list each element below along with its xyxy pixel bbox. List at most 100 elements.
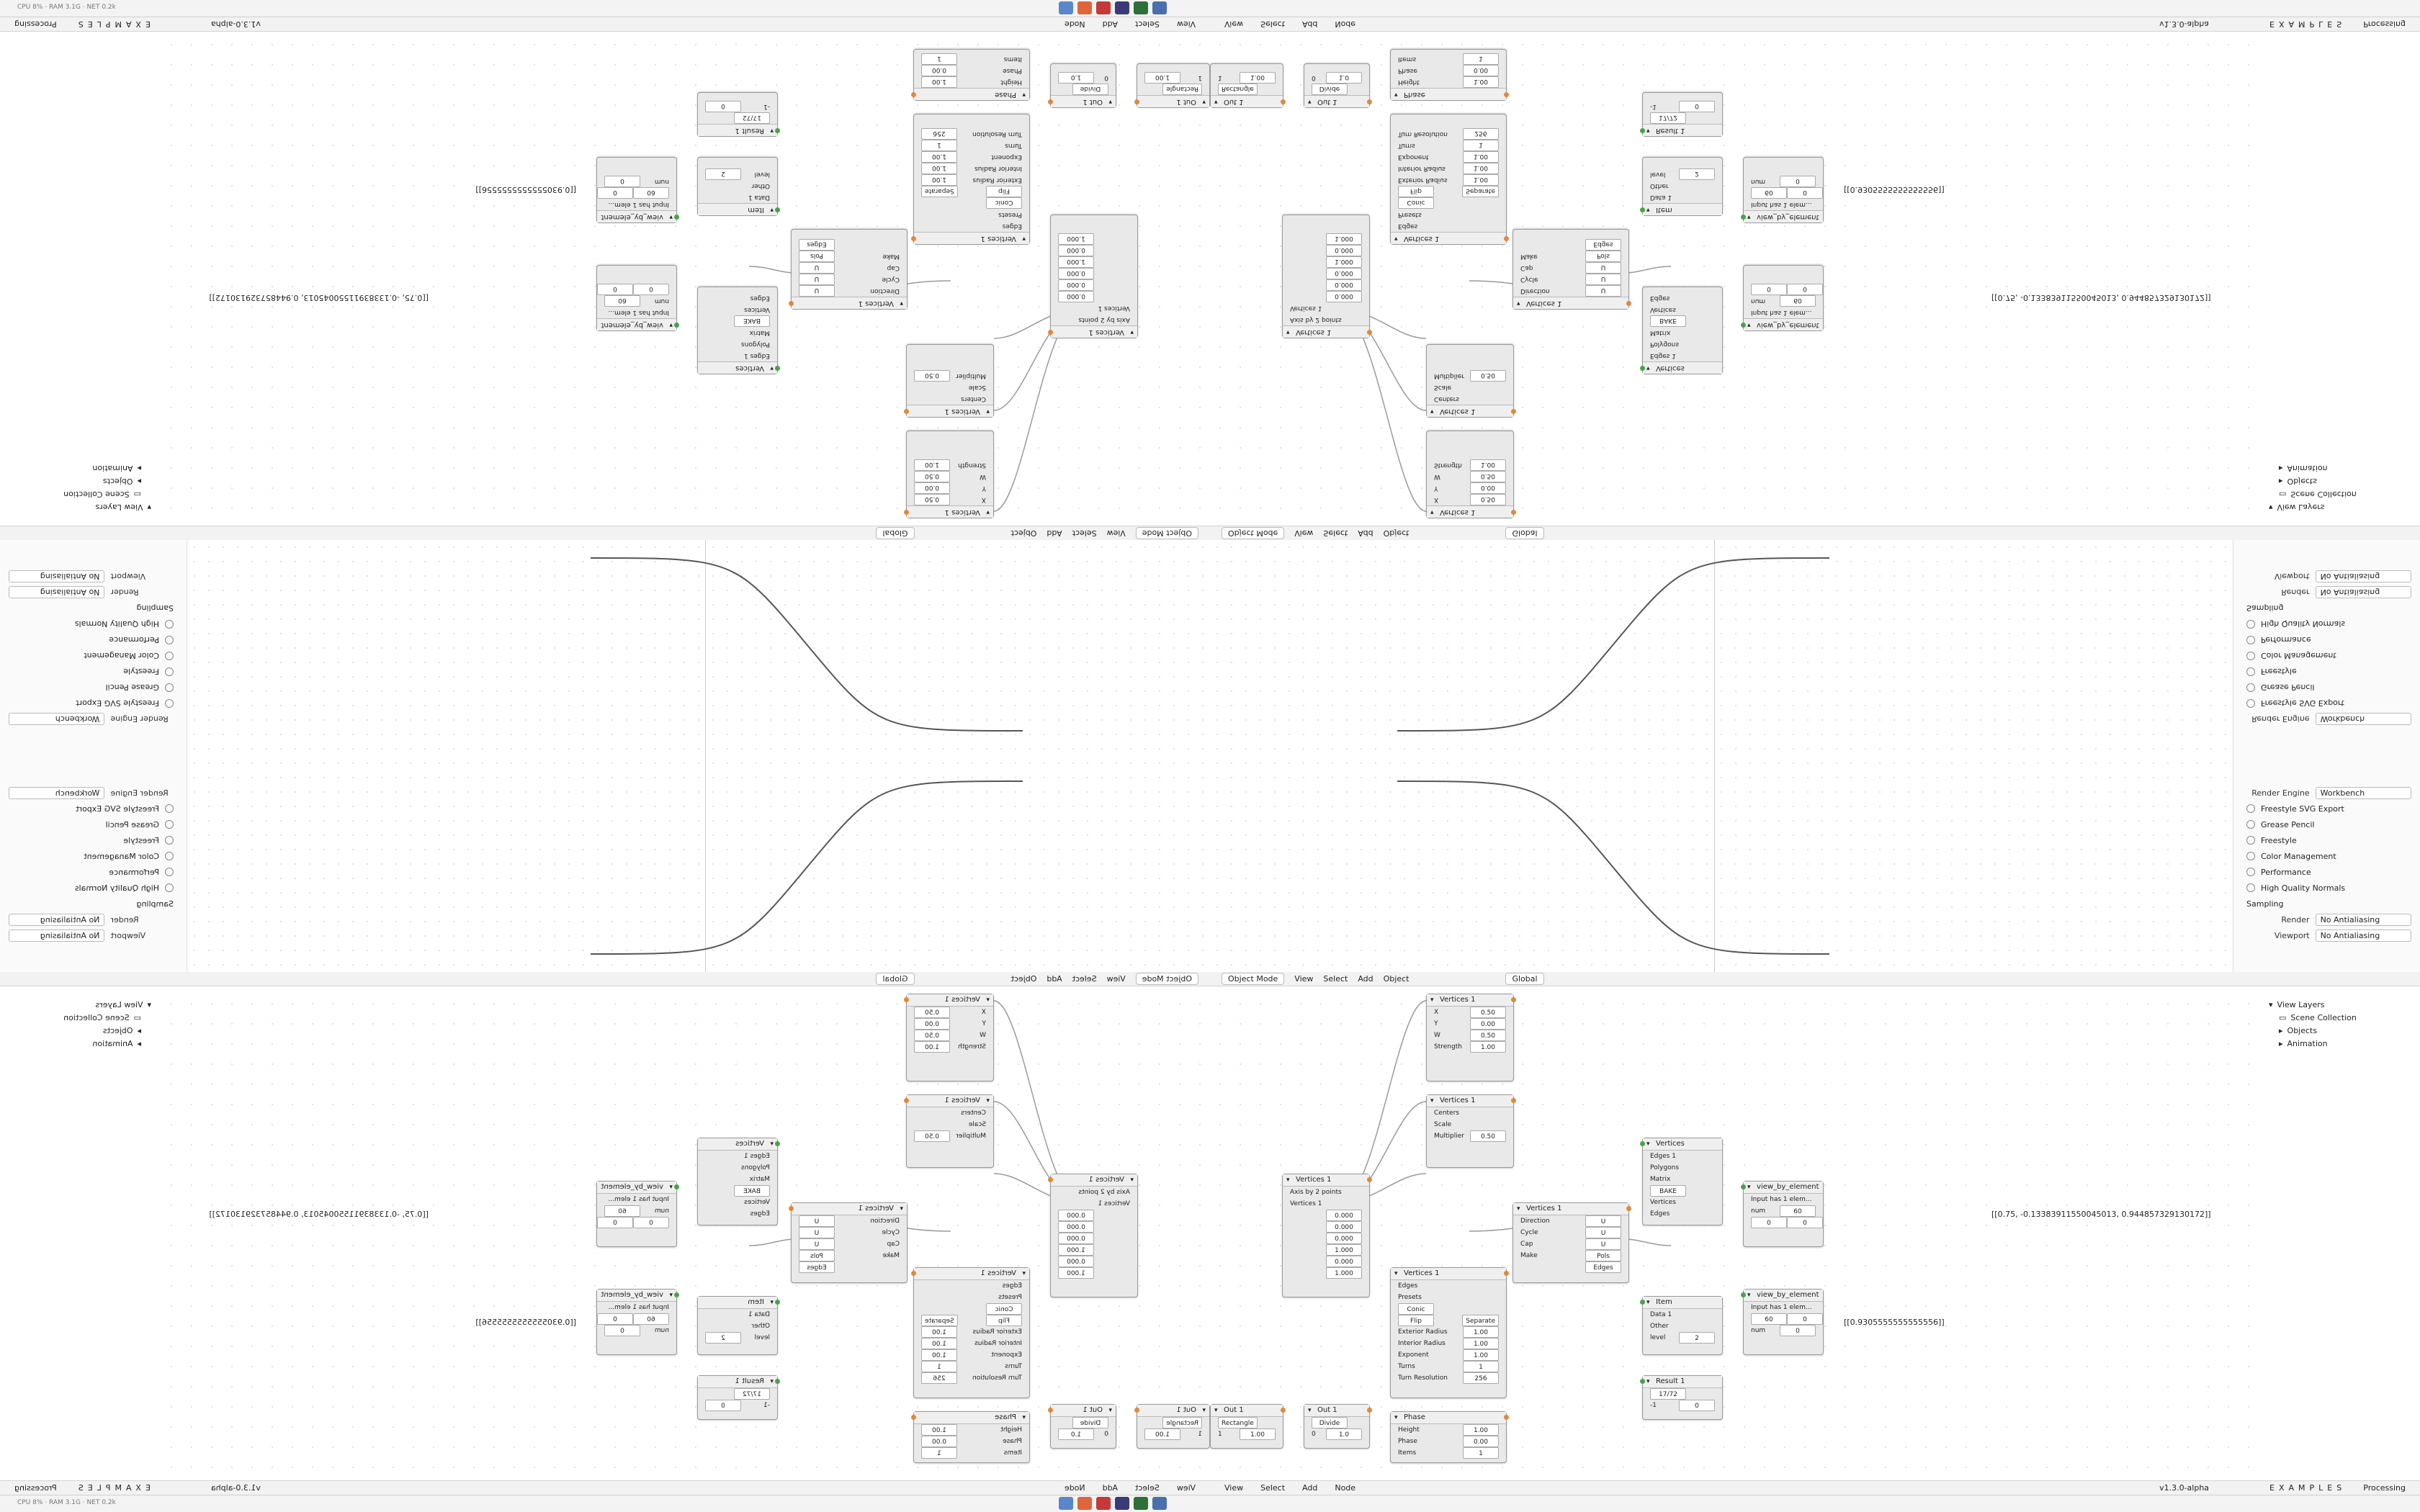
- menu-object[interactable]: Object: [1383, 974, 1410, 984]
- checkbox-icon[interactable]: [2246, 804, 2255, 813]
- outliner-item[interactable]: ▸ Objects: [102, 1025, 141, 1035]
- menu-view[interactable]: View: [1106, 528, 1126, 538]
- app-icon[interactable]: [1152, 1, 1167, 14]
- checkbox-icon[interactable]: [2246, 652, 2255, 660]
- menu-add[interactable]: Add: [1047, 974, 1062, 984]
- render-engine-select[interactable]: Workbench: [2315, 713, 2411, 726]
- orientation-select[interactable]: Global: [1505, 527, 1544, 539]
- checkbox-icon[interactable]: [2246, 636, 2255, 644]
- check-row[interactable]: Color Management: [9, 648, 174, 664]
- rectangle-node[interactable]: Out 1 Rectangle 11.00: [1210, 1404, 1286, 1449]
- view-by-element-node[interactable]: view_by_element Input has 1 elem... num6…: [1741, 265, 1824, 331]
- menu-add[interactable]: Add: [1047, 528, 1062, 538]
- node-editor[interactable]: Vertices 1 X0.50 Y0.00 W0.50 Strength1.0…: [158, 29, 1210, 518]
- menu-select[interactable]: Select: [1260, 19, 1286, 29]
- check-row[interactable]: Freestyle: [9, 832, 174, 848]
- viewport-aa-select[interactable]: No Antialiasing: [9, 570, 105, 583]
- checkbox-icon[interactable]: [2246, 667, 2255, 676]
- checkbox-icon[interactable]: [2246, 836, 2255, 845]
- outliner-item[interactable]: ▭ Scene Collection: [63, 490, 141, 500]
- viewport-aa-select[interactable]: No Antialiasing: [9, 929, 105, 942]
- app-icon[interactable]: [1115, 1497, 1129, 1510]
- menu-add[interactable]: Add: [1302, 1483, 1318, 1493]
- checkbox-icon[interactable]: [2246, 868, 2255, 876]
- node-editor[interactable]: Vertices 1 X0.50 Y0.00 W0.50 Strength1.0…: [1210, 994, 2262, 1483]
- checkbox-icon[interactable]: [165, 636, 174, 644]
- mode-select[interactable]: Object Mode: [1222, 973, 1285, 985]
- viewport-aa-select[interactable]: No Antialiasing: [2315, 929, 2411, 942]
- processing-toggle[interactable]: Processing: [14, 1483, 57, 1493]
- outliner-item[interactable]: ▾ View Layers: [2269, 503, 2325, 513]
- vector-in-node[interactable]: Vertices 1 X0.50 Y0.00 W0.50 Strength1.0…: [1426, 431, 1516, 518]
- menu-node[interactable]: Node: [1335, 19, 1356, 29]
- outliner-item[interactable]: ▸ Objects: [102, 477, 141, 487]
- view-by-element-node[interactable]: view_by_element Input has 1 elem... 600 …: [596, 1289, 679, 1355]
- menu-select[interactable]: Select: [1260, 1483, 1286, 1493]
- divide-node[interactable]: Out 1 Divide 01.0: [1048, 63, 1116, 108]
- checkbox-icon[interactable]: [2246, 820, 2255, 829]
- checkbox-icon[interactable]: [165, 804, 174, 813]
- outliner-item[interactable]: ▭ Scene Collection: [2279, 490, 2357, 500]
- menu-add[interactable]: Add: [1302, 19, 1318, 29]
- bake-node[interactable]: Vertices Edges 1 Polygons Matrix BAKE Ve…: [1640, 287, 1723, 374]
- checkbox-icon[interactable]: [2246, 852, 2255, 860]
- menu-view[interactable]: View: [1224, 1483, 1244, 1493]
- menu-select[interactable]: Select: [1134, 19, 1160, 29]
- check-row[interactable]: Color Management: [2246, 848, 2411, 864]
- check-row[interactable]: Freestyle: [2246, 664, 2411, 680]
- result-node[interactable]: Result 1 17/72 -10: [697, 92, 780, 137]
- outliner-item[interactable]: ▾ View Layers: [95, 999, 151, 1009]
- result-node[interactable]: Result 1 17/72 -10: [1640, 92, 1723, 137]
- examples-menu[interactable]: EXAMPLES: [2269, 19, 2347, 29]
- menu-add[interactable]: Add: [1358, 974, 1373, 984]
- check-row[interactable]: Freestyle: [9, 664, 174, 680]
- bake-node[interactable]: Vertices Edges 1 Polygons Matrix BAKE Ve…: [697, 1138, 780, 1225]
- menu-view[interactable]: View: [1106, 974, 1126, 984]
- checkbox-icon[interactable]: [165, 883, 174, 892]
- curve-node[interactable]: Vertices 1 Edges Presets Conic FlipSepar…: [1390, 1267, 1509, 1398]
- check-row[interactable]: Performance: [9, 864, 174, 880]
- check-row[interactable]: Grease Pencil: [2246, 680, 2411, 696]
- outliner-item[interactable]: ▾ View Layers: [95, 503, 151, 513]
- view-by-element-node[interactable]: view_by_element Input has 1 elem... 600 …: [1741, 1289, 1824, 1355]
- curve-node[interactable]: Vertices 1 Edges Presets Conic FlipSepar…: [1390, 114, 1509, 245]
- view-by-element-node[interactable]: view_by_element Input has 1 elem... num6…: [596, 1181, 679, 1247]
- outliner-item[interactable]: ▭ Scene Collection: [63, 1012, 141, 1022]
- processing-toggle[interactable]: Processing: [14, 19, 57, 29]
- menu-node[interactable]: Node: [1335, 1483, 1356, 1493]
- checkbox-icon[interactable]: [2246, 683, 2255, 692]
- checkbox-icon[interactable]: [2246, 620, 2255, 629]
- app-icon[interactable]: [1077, 1497, 1092, 1510]
- menu-view[interactable]: View: [1294, 528, 1314, 538]
- render-aa-select[interactable]: No Antialiasing: [2315, 586, 2411, 599]
- menu-object[interactable]: Object: [1383, 528, 1410, 538]
- curve-node[interactable]: Vertices 1 Edges Presets Conic FlipSepar…: [911, 114, 1030, 245]
- processing-toggle[interactable]: Processing: [2363, 1483, 2406, 1493]
- view-by-element-node[interactable]: view_by_element Input has 1 elem... num6…: [596, 265, 679, 331]
- checkbox-icon[interactable]: [2246, 883, 2255, 892]
- matrix-node[interactable]: Vertices 1 Axis by 2 points Vertices 1 0…: [1048, 215, 1138, 338]
- divide-node[interactable]: Out 1 Divide 01.0: [1048, 1404, 1116, 1449]
- rectangle-node[interactable]: Out 1 Rectangle 11.00: [1134, 1404, 1210, 1449]
- view-by-element-node[interactable]: view_by_element Input has 1 elem... num6…: [1741, 1181, 1824, 1247]
- checkbox-icon[interactable]: [165, 652, 174, 660]
- outliner-item[interactable]: ▭ Scene Collection: [2279, 1012, 2357, 1022]
- vector-in-node[interactable]: Vertices 1 X0.50 Y0.00 W0.50 Strength1.0…: [904, 431, 994, 518]
- menu-node[interactable]: Node: [1064, 1483, 1085, 1493]
- check-row[interactable]: Freestyle SVG Export: [9, 696, 174, 711]
- check-row[interactable]: Performance: [2246, 864, 2411, 880]
- menu-add[interactable]: Add: [1102, 19, 1118, 29]
- check-row[interactable]: High Quality Normals: [9, 616, 174, 632]
- render-aa-select[interactable]: No Antialiasing: [9, 586, 105, 599]
- curve-node[interactable]: Vertices 1 Edges Presets Conic FlipSepar…: [911, 1267, 1030, 1398]
- menu-view[interactable]: View: [1176, 19, 1196, 29]
